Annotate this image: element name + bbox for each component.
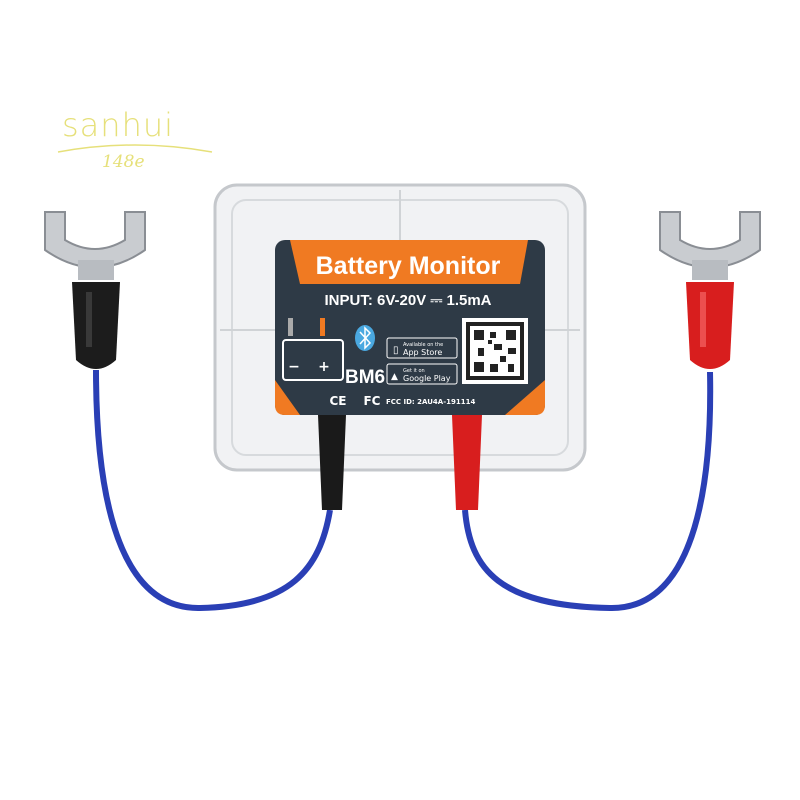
svg-text:Google Play: Google Play <box>403 374 451 383</box>
red-cable-boot <box>452 415 482 510</box>
model-name: BM6 <box>345 367 385 388</box>
qr-code-icon <box>462 318 528 384</box>
battery-icon: − + <box>282 318 344 381</box>
bluetooth-icon <box>355 325 375 351</box>
black-cable-boot <box>318 415 346 510</box>
apple-icon: ▯ <box>393 345 399 356</box>
right-blue-wire <box>462 371 714 612</box>
fc-mark: FC <box>363 394 380 408</box>
watermark-name: sanhui <box>62 106 175 144</box>
svg-text:App Store: App Store <box>403 348 442 357</box>
svg-text:Get it on: Get it on <box>403 368 425 374</box>
app-store-badge: ▯ Available on the App Store <box>386 337 458 359</box>
input-spec: INPUT: 6V-20V ⎓ 1.5mA <box>324 292 491 309</box>
left-spade-terminal <box>44 211 146 369</box>
watermark-code: 148e <box>102 152 145 172</box>
label-title: Battery Monitor <box>316 252 501 280</box>
android-icon: ▲ <box>391 372 398 382</box>
svg-text:+: + <box>318 359 330 375</box>
svg-text:−: − <box>288 359 300 375</box>
google-play-badge: ▲ Get it on Google Play <box>386 363 458 385</box>
device-label: Battery Monitor INPUT: 6V-20V ⎓ 1.5mA − … <box>275 240 545 415</box>
svg-text:Available on the: Available on the <box>403 342 443 348</box>
left-blue-wire <box>93 369 333 612</box>
right-spade-terminal <box>659 211 761 369</box>
fcc-id: FCC ID: 2AU4A-191114 <box>386 398 475 406</box>
ce-mark: CE <box>329 394 346 408</box>
